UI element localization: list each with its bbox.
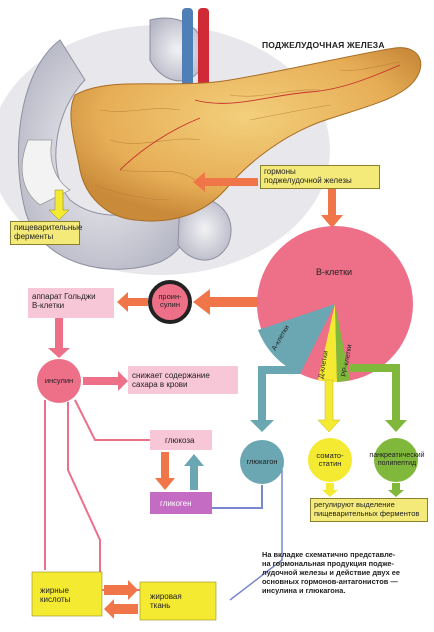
glucose-to-glycogen-arrow	[155, 452, 175, 490]
d-cells-sector	[318, 304, 337, 383]
glucagon-to-adipose-line	[229, 470, 283, 601]
digestive-enzymes-label: пищеварительные ферменты	[10, 221, 82, 245]
proinsulin-circle	[148, 280, 192, 324]
adipose-label: жировая ткань	[150, 592, 182, 610]
proinsulin-to-golgi-arrow	[117, 292, 148, 312]
pancreas-organ	[70, 47, 422, 222]
golgi-label: аппарат Гольджи В-клетки	[32, 292, 96, 310]
somatostatin-down-arrow	[322, 483, 338, 497]
hormone-flow-arrow	[321, 180, 343, 228]
golgi-box	[28, 288, 114, 318]
ppcell-to-polypeptide-arrow	[350, 364, 407, 432]
glucagon-label: глюкагон	[246, 457, 278, 466]
glucagon-circle	[240, 440, 284, 484]
glucose-box	[150, 430, 212, 450]
digestive-enzyme-arrow	[48, 189, 70, 221]
lowers-sugar-box	[128, 366, 238, 394]
fatty-acids-box	[31, 571, 103, 617]
insulin-to-glucose-line	[74, 399, 150, 441]
fatty-acids-label: жирные кислоты	[40, 586, 71, 604]
somatostatin-circle	[308, 438, 352, 482]
hormones-label: гормоны поджелудочной железы	[260, 165, 380, 189]
adipose-box	[139, 581, 217, 621]
regulate-enzymes-label: регулируют выделение пищеварительных фер…	[310, 498, 428, 522]
insulin-circle	[37, 359, 81, 403]
b-cells-label: В-клетки	[316, 267, 353, 277]
proinsulin-label: проин- сулин	[158, 292, 182, 309]
somatostatin-label: сомато- статин	[316, 451, 344, 468]
insulin-to-sugar-arrow	[83, 371, 128, 391]
glucagon-to-glycogen-line	[212, 485, 263, 509]
enzyme-flow-arrow	[193, 172, 258, 192]
a-cells-sector	[258, 304, 335, 374]
polypeptide-down-arrow	[388, 483, 404, 497]
bcell-to-proinsulin-arrow	[193, 289, 258, 315]
acell-to-glucagon-arrow	[250, 366, 300, 432]
adipose-to-fatty-arrow	[104, 599, 138, 619]
insulin-to-adipose-line	[67, 402, 140, 591]
polypeptide-label: панкреатический полипептид	[369, 452, 425, 467]
pp-cells-sector	[335, 304, 350, 382]
pancreas-vessels	[119, 64, 401, 171]
glycogen-box	[150, 492, 212, 514]
islet-cell-circle	[257, 226, 413, 383]
lowers-sugar-label: снижает содержание сахара в крови	[132, 371, 210, 389]
caption-text: На вкладке схематично представле- на гор…	[262, 550, 400, 595]
polypeptide-circle	[374, 438, 418, 482]
glucose-label: глюкоза	[165, 436, 195, 445]
fatty-to-adipose-arrow	[104, 580, 138, 600]
diagram-title: ПОДЖЕЛУДОЧНАЯ ЖЕЛЕЗА	[262, 40, 385, 50]
golgi-to-insulin-arrow	[48, 318, 70, 358]
insulin-label: инсулин	[44, 376, 74, 385]
dcell-to-somatostatin-arrow	[317, 379, 341, 433]
glycogen-label: гликоген	[160, 499, 192, 508]
glycogen-to-glucose-arrow	[184, 454, 204, 490]
